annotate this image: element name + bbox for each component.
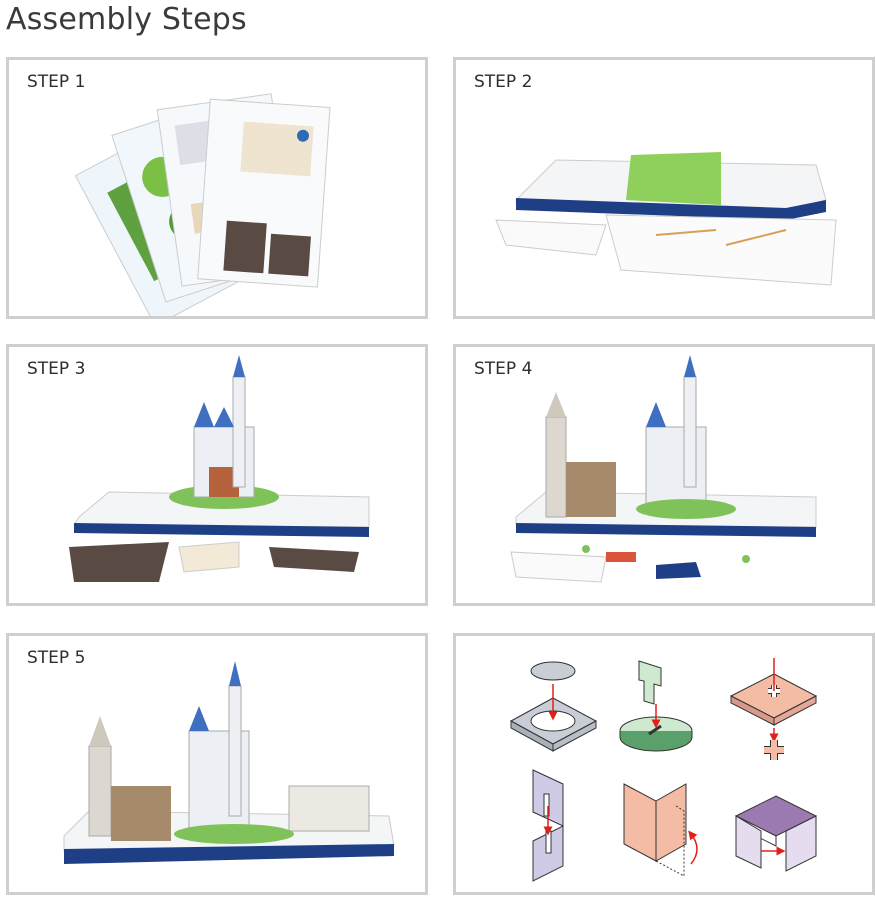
step-4-panel: STEP 4 [453, 344, 875, 606]
box-corner-diagram [734, 795, 818, 872]
base-platform-image [495, 152, 837, 286]
step-label: STEP 5 [27, 648, 86, 668]
step-5-panel: STEP 5 [6, 633, 428, 895]
page-title: Assembly Steps [6, 2, 247, 37]
step-3-panel: STEP 3 [6, 344, 428, 606]
connection-diagrams-panel [453, 633, 875, 895]
castle-church-image [510, 355, 817, 583]
step-label: STEP 1 [27, 72, 86, 92]
castle-base-image [69, 355, 370, 582]
fold-hinge-diagram [623, 783, 698, 877]
step-2-panel: STEP 2 [453, 57, 875, 319]
tab-slot-diagram [619, 660, 693, 752]
step-1-panel: STEP 1 [6, 57, 428, 319]
step-label: STEP 4 [474, 359, 533, 379]
puzzle-sheets-image [74, 93, 331, 316]
cross-slot-diagram [729, 658, 818, 760]
step-label: STEP 3 [27, 359, 86, 379]
step-label: STEP 2 [474, 72, 533, 92]
completed-model-image [63, 661, 395, 864]
slot-interlock-diagram [532, 769, 564, 882]
connection-diagrams [509, 658, 818, 882]
round-peg-diagram [509, 661, 598, 752]
